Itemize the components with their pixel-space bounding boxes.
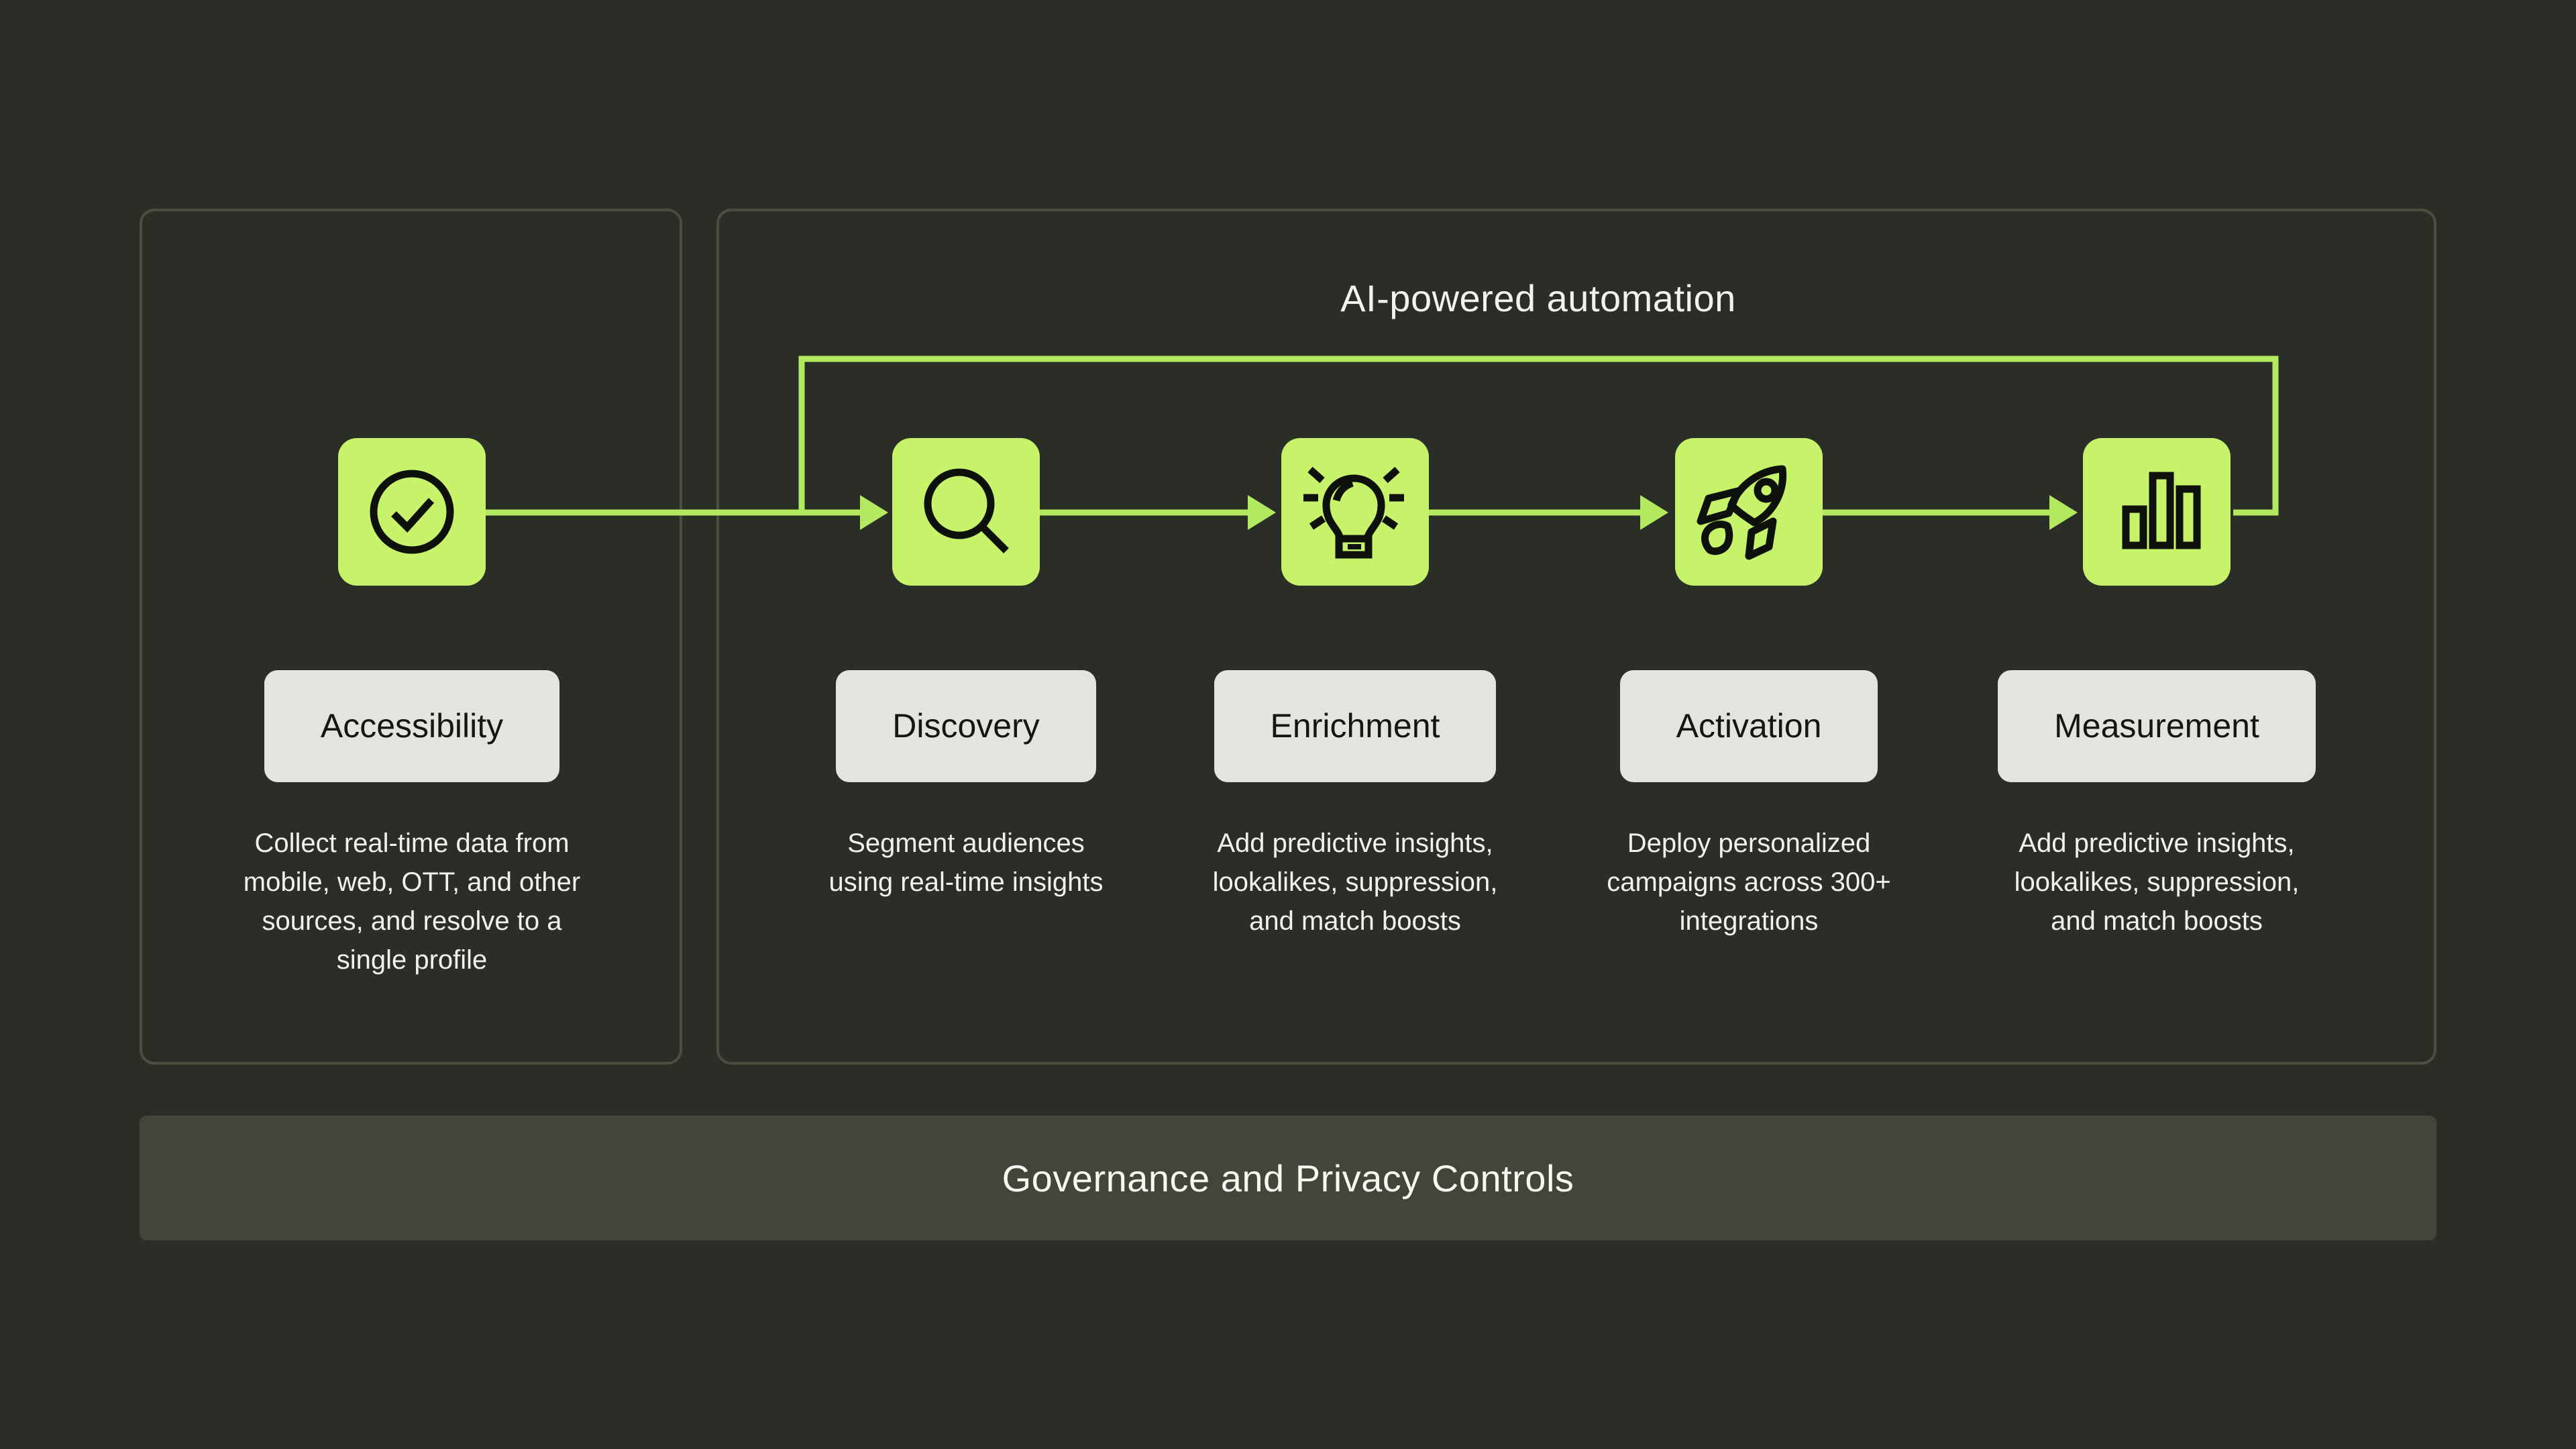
discovery-tile (892, 438, 1040, 586)
stage-label-discovery: Discovery (836, 670, 1096, 782)
stage-activation: Activation Deploy personalized campaigns… (1541, 438, 1957, 941)
rocket-icon (1697, 465, 1787, 560)
stage-accessibility: Accessibility Collect real-time data fro… (204, 438, 620, 979)
accessibility-tile (338, 438, 486, 586)
governance-label: Governance and Privacy Controls (1002, 1157, 1574, 1199)
stage-description-discovery: Segment audiences using real-time insigh… (828, 828, 1104, 897)
automation-title: AI-powered automation (1340, 277, 1736, 319)
governance-bar: Governance and Privacy Controls (140, 1116, 2436, 1240)
stage-label-activation: Activation (1619, 670, 1878, 782)
stage-label-enrichment: Enrichment (1214, 670, 1497, 782)
activation-tile (1675, 438, 1823, 586)
automation-panel (716, 209, 2436, 1065)
stage-measurement: Measurement Add predictive insights, loo… (1949, 438, 2365, 941)
enrichment-tile (1281, 438, 1429, 586)
lightbulb-icon (1303, 466, 1404, 559)
stage-description-measurement: Add predictive insights, lookalikes, sup… (2014, 828, 2300, 936)
stage-enrichment: Enrichment Add predictive insights, look… (1147, 438, 1563, 941)
accessibility-panel (140, 209, 682, 1065)
stage-description-enrichment: Add predictive insights, lookalikes, sup… (1212, 828, 1498, 936)
stage-discovery: Discovery Segment audiences using real-t… (758, 438, 1174, 902)
stage-label-measurement: Measurement (1998, 670, 2316, 782)
stage-description-activation: Deploy personalized campaigns across 300… (1607, 828, 1891, 936)
bar-chart-icon (2122, 472, 2201, 549)
stage-label-accessibility: Accessibility (264, 670, 560, 782)
search-icon (924, 468, 1009, 553)
stage-description-accessibility: Collect real-time data from mobile, web,… (243, 828, 581, 975)
check-circle-icon (370, 470, 454, 554)
measurement-tile (2083, 438, 2231, 586)
